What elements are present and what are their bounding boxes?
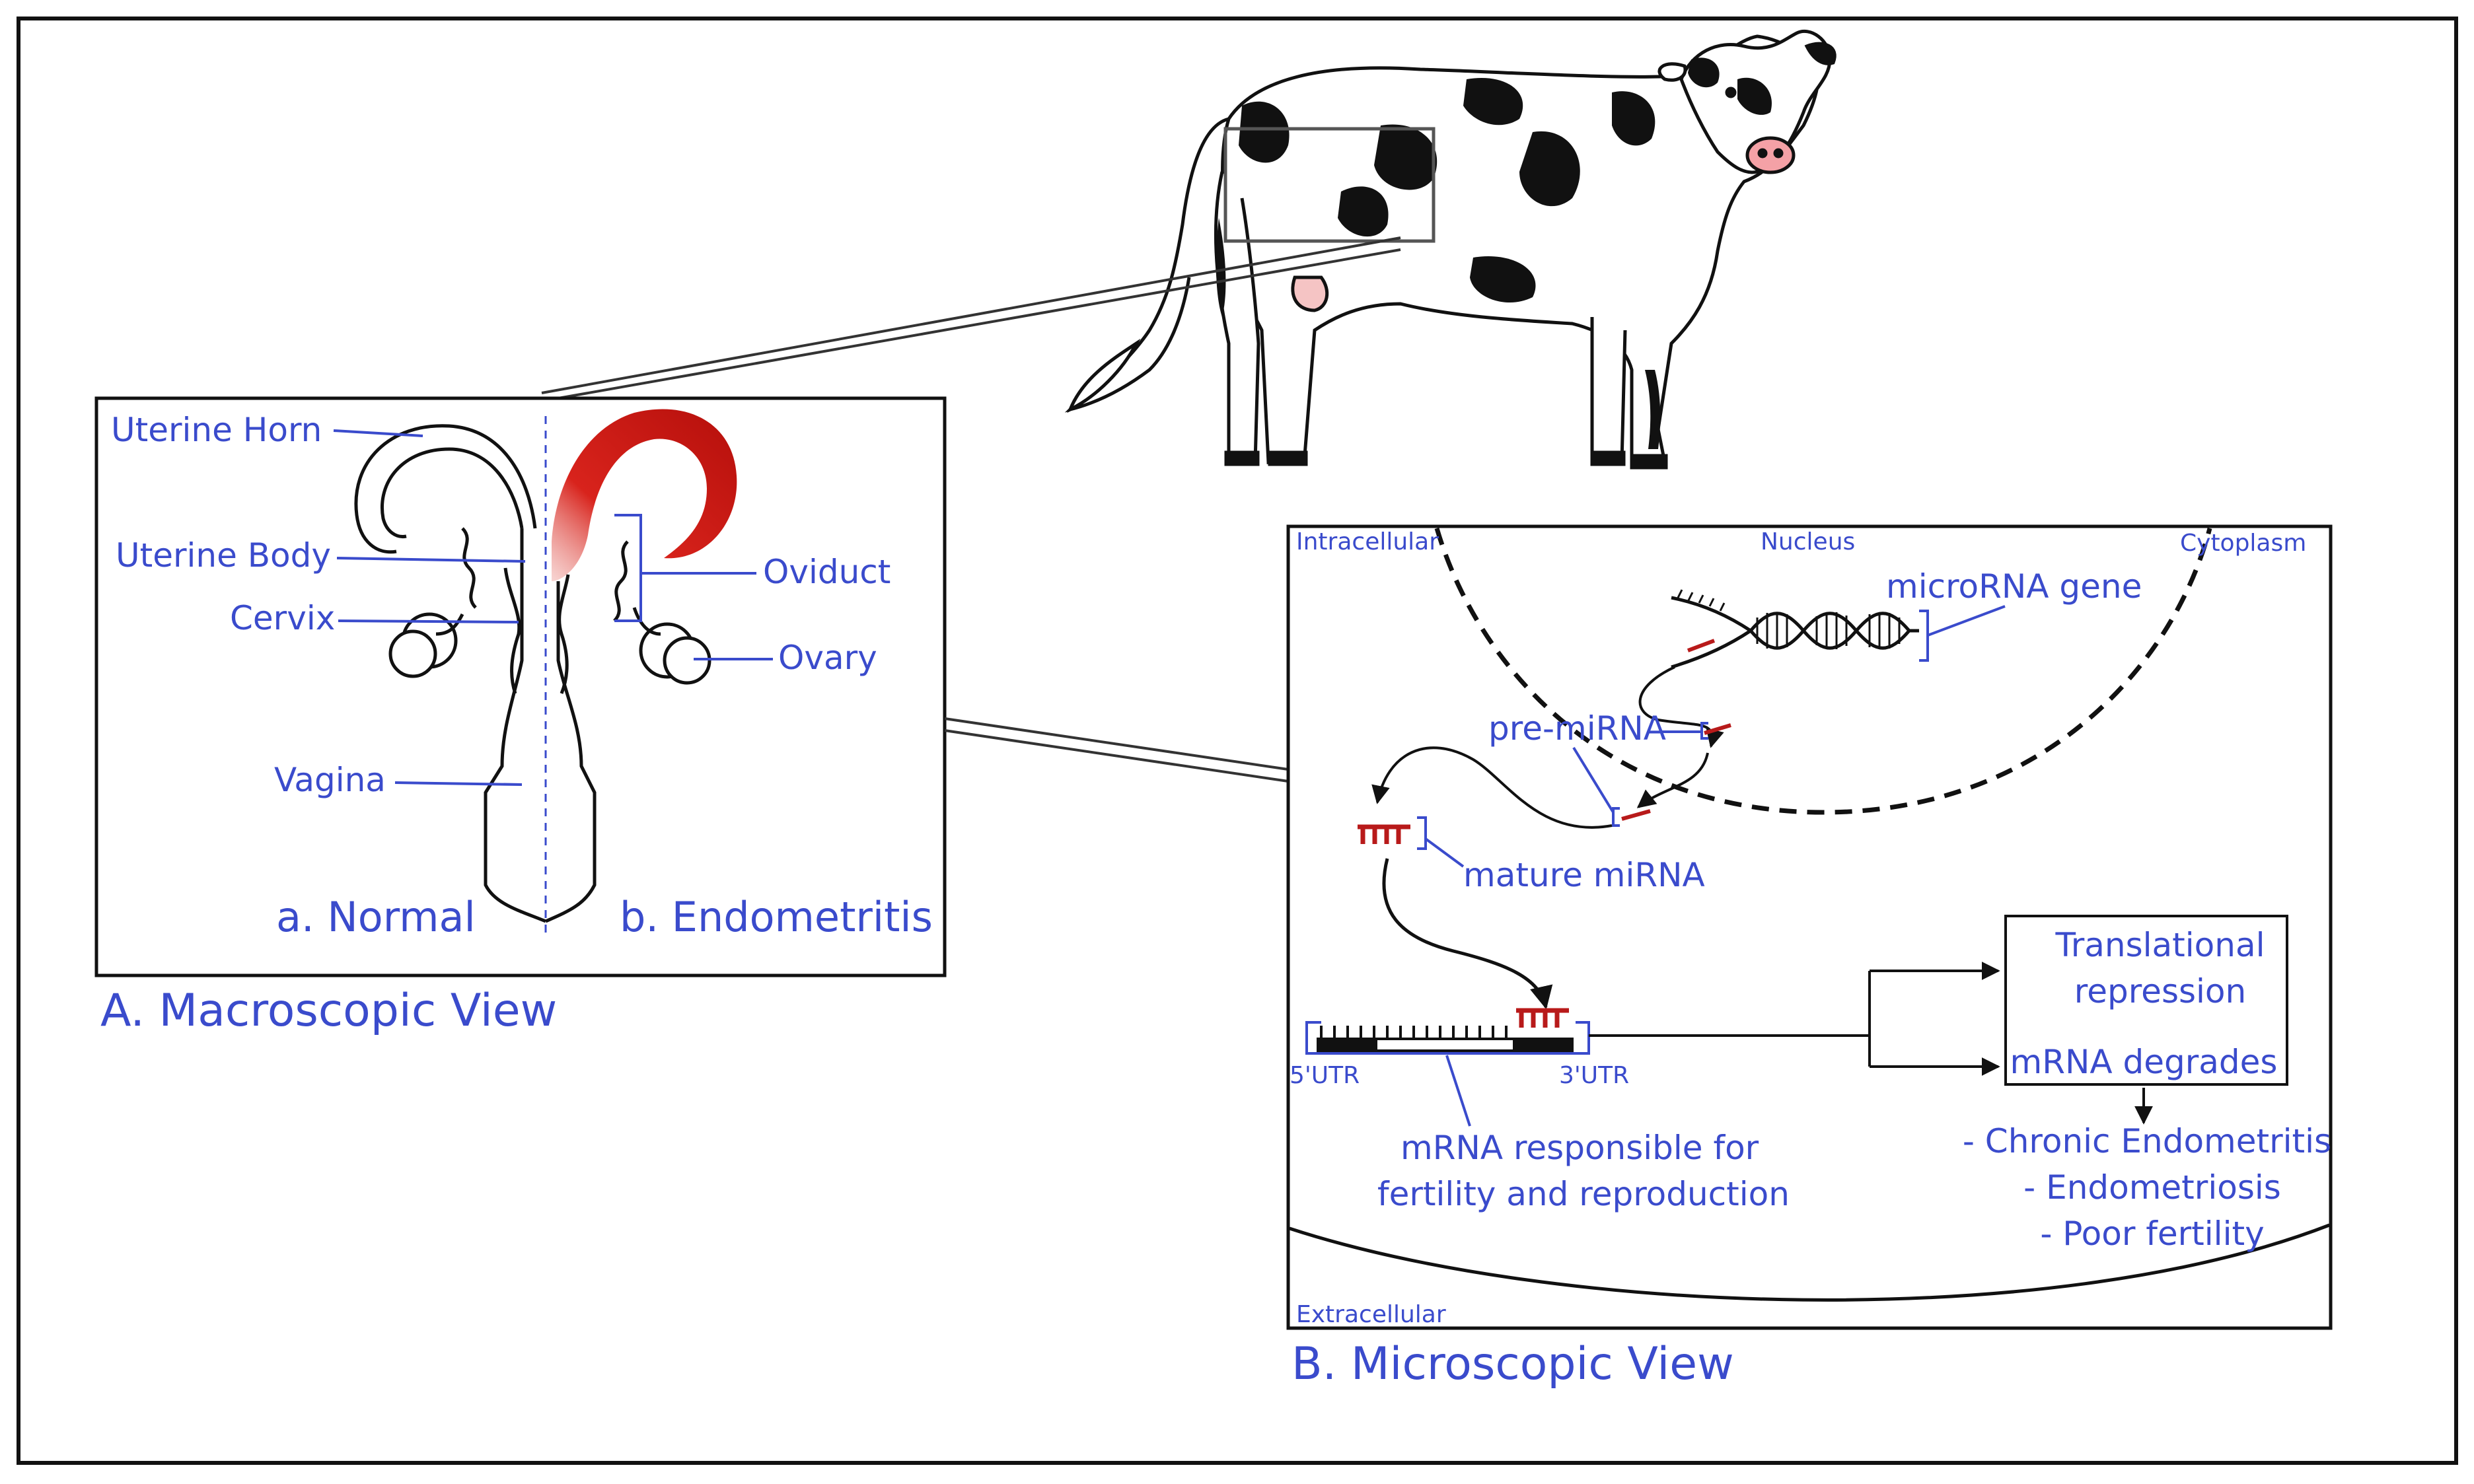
pre-mirna-mark-1 [1704, 723, 1731, 735]
export-arrow [1636, 752, 1709, 808]
label-microrna-gene: microRNA gene [1886, 567, 2142, 606]
label-ovary: Ovary [778, 639, 877, 677]
leader-cervix [338, 619, 519, 623]
mature-bracket [1417, 816, 1427, 850]
outer-frame [17, 17, 2458, 1465]
caption-normal: a. Normal [276, 893, 476, 941]
cell-membrane [1289, 1223, 2330, 1302]
region-intracellular: Intracellular [1296, 528, 1439, 555]
leader-mrna [1445, 1055, 1471, 1127]
leader-mature-mirna [1424, 837, 1465, 868]
label-mrna-degrades: mRNA degrades [2010, 1043, 2278, 1081]
cow-spots [1216, 57, 1772, 449]
dna-helix-icon [1671, 589, 1919, 669]
mature-mirna-icon [1358, 824, 1410, 844]
gene-bracket [1919, 610, 1929, 662]
region-nucleus: Nucleus [1761, 528, 1855, 555]
macroscopic-panel [94, 396, 947, 977]
region-cytoplasm: Cytoplasm [2180, 530, 2306, 557]
cow-zoom-box [1223, 127, 1436, 243]
label-5utr: 5'UTR [1290, 1062, 1360, 1089]
pre-mirna-bracket-2 [1612, 807, 1620, 827]
leader-microrna-gene [1927, 605, 2006, 637]
mrna-bracket [1305, 1021, 1590, 1055]
uterus-endometritis [544, 409, 737, 923]
condition-poor-fertility: - Poor fertility [2040, 1215, 2264, 1253]
label-3utr: 3'UTR [1559, 1062, 1629, 1089]
binding-arrow [1382, 858, 1553, 1010]
zoom-connector-macro [944, 717, 1289, 783]
label-oviduct: Oviduct [763, 553, 891, 591]
condition-endometriosis: - Endometriosis [2023, 1168, 2281, 1207]
label-cervix: Cervix [230, 599, 335, 637]
pre-mirna-mark-2 [1621, 809, 1651, 821]
nucleus-membrane [1434, 528, 2212, 815]
uterus-normal [354, 424, 546, 923]
zoom-connector-cow [541, 236, 1401, 400]
mrna-strand [1317, 1008, 1574, 1052]
outcome-box [2004, 915, 2288, 1086]
label-pre-mirna: pre-miRNA [1488, 709, 1666, 748]
label-mrna-line2: fertility and reproduction [1377, 1175, 1790, 1213]
caption-endometritis: b. Endometritis [620, 893, 933, 941]
condition-chronic-endometritis: - Chronic Endometritis [1963, 1122, 2331, 1160]
label-uterine-horn: Uterine Horn [111, 411, 322, 449]
cow-illustration [1064, 29, 1837, 470]
processing-arrow [1371, 746, 1613, 829]
label-uterine-body: Uterine Body [116, 536, 331, 575]
leader-uterine-body [336, 557, 526, 563]
leader-uterine-horn [333, 429, 423, 437]
label-translational: Translational [2055, 926, 2265, 964]
label-repression: repression [2074, 972, 2246, 1010]
leader-vagina [394, 781, 523, 786]
label-mature-mirna: mature miRNA [1463, 856, 1705, 894]
region-extracellular: Extracellular [1296, 1301, 1446, 1328]
label-mrna-line1: mRNA responsible for [1401, 1129, 1759, 1167]
leader-pre-mirna-2 [1572, 746, 1615, 814]
microscopic-title: B. Microscopic View [1292, 1338, 1734, 1390]
label-vagina: Vagina [274, 761, 386, 799]
macroscopic-title: A. Macroscopic View [100, 985, 557, 1037]
outcome-branch-arrows [1589, 962, 2000, 1076]
